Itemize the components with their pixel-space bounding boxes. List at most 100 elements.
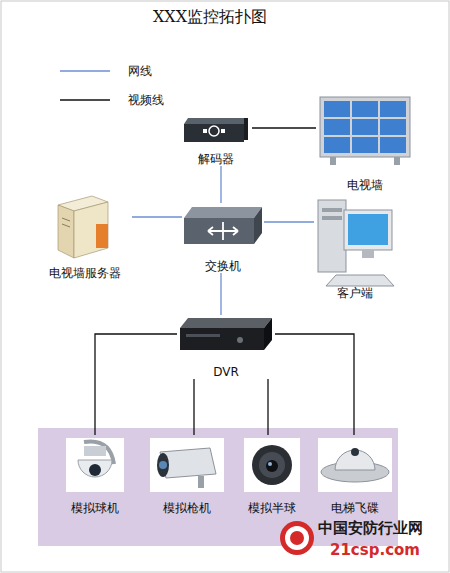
switch-icon [184,207,262,244]
watermark-logo [280,521,314,555]
network-cable [220,273,221,315]
node-label: DVR [213,365,239,379]
switch-icon-part [254,207,262,244]
ufo-camera-icon-part [318,438,392,492]
client-icon-part [362,250,374,258]
decoder-icon-part [184,124,244,142]
dome-camera-icon-part [268,462,272,466]
client-icon-part [318,200,346,272]
camera-node: 模拟枪机 [147,435,227,515]
client-icon-part [348,214,388,245]
watermark-text: 中国安防行业网 [318,519,423,537]
node-label: 交换机 [205,259,241,273]
client-icon-part [326,275,394,286]
dvr-icon-part [180,318,272,328]
speed-dome-icon-part [89,464,101,476]
diagram-title: XXX监控拓扑图 [110,7,310,27]
legend-text: 视频线 [128,93,164,107]
bullet-camera-icon-part [150,438,224,492]
tv-wall-icon-part [352,119,378,135]
node-label: 客户端 [337,286,373,300]
tv-wall-icon [320,97,410,165]
client-icon-part [322,216,342,220]
speed-dome-icon-part [84,446,106,456]
bullet-camera-icon [150,438,224,492]
switch-icon-part [184,207,262,218]
watermark-text: 21csp.com [330,541,420,559]
server-node: 电视墙服务器 [38,192,132,280]
network-cable [264,221,314,222]
watermark-logo-part [285,526,309,550]
dvr-node: DVR [177,315,275,379]
watermark-logo-part [290,531,304,545]
node-label: 模拟半球 [248,501,296,515]
watermark-logo-part [280,521,314,555]
tv-wall-icon-part [380,101,406,117]
dvr-icon-part [237,337,243,343]
video-cable [267,379,268,435]
legend-line-sample [60,99,110,100]
dvr-icon-part [264,318,272,350]
camera-node: 模拟半球 [240,435,304,515]
node-label: 电视墙服务器 [49,266,121,280]
tv-wall-icon-part [352,101,378,117]
bullet-camera-icon-part [157,453,169,477]
speed-dome-icon [66,438,124,492]
switch-icon-part [184,218,254,244]
tv-wall-icon-part [330,157,336,165]
server-icon-part [74,202,108,258]
speed-dome-icon-part [66,438,124,492]
tv-wall-icon-part [380,119,406,135]
tv-wall-icon-part [380,137,406,153]
network-cable [220,166,221,203]
dome-camera-icon-part [259,452,285,478]
camera-node: 电梯飞碟 [315,435,395,515]
decoder-icon-part [221,129,225,133]
server-icon-part [62,224,70,227]
tv-wall-icon-part [324,101,350,117]
video-cable [275,334,354,435]
client-icon-part [322,208,342,212]
server-icon [58,196,108,258]
dome-camera-icon-part [252,445,292,485]
decoder-icon-part [184,118,248,124]
tv-wall-icon-part [352,137,378,153]
dvr-icon [180,318,272,350]
dvr-icon-part [180,328,264,350]
dome-camera-icon-part [244,438,300,492]
node-label: 电梯飞碟 [331,501,379,515]
ufo-camera-icon-part [351,448,359,456]
camera-node: 模拟球机 [60,435,130,515]
server-icon-part [96,224,108,248]
decoder-icon-part [203,129,207,133]
bullet-camera-icon-part [159,461,167,469]
server-icon-part [62,218,70,221]
node-label: 解码器 [198,152,234,166]
network-cable [132,216,182,217]
dome-camera-icon-part [266,460,278,472]
tv-wall-icon-part [324,137,350,153]
speed-dome-icon-part [78,460,112,477]
client-node: 客户端 [314,196,396,300]
tv-wall-node: 电视墙 [316,93,414,192]
node-label: 模拟球机 [71,501,119,515]
decoder-icon-part [244,118,248,140]
ufo-camera-icon [318,438,392,492]
tv-wall-icon-part [320,97,410,157]
video-cable [193,379,194,435]
dome-camera-icon [244,438,300,492]
dvr-icon-part [186,334,220,337]
node-label: 电视墙 [347,178,383,192]
decoder-icon-part [209,126,219,136]
client-icon-part [344,210,392,250]
legend-text: 网线 [128,64,152,78]
server-icon-part [58,205,74,258]
node-label: 模拟枪机 [163,501,211,515]
switch-node: 交换机 [182,203,264,273]
decoder-icon [184,118,248,142]
decoder-node: 解码器 [180,114,252,166]
